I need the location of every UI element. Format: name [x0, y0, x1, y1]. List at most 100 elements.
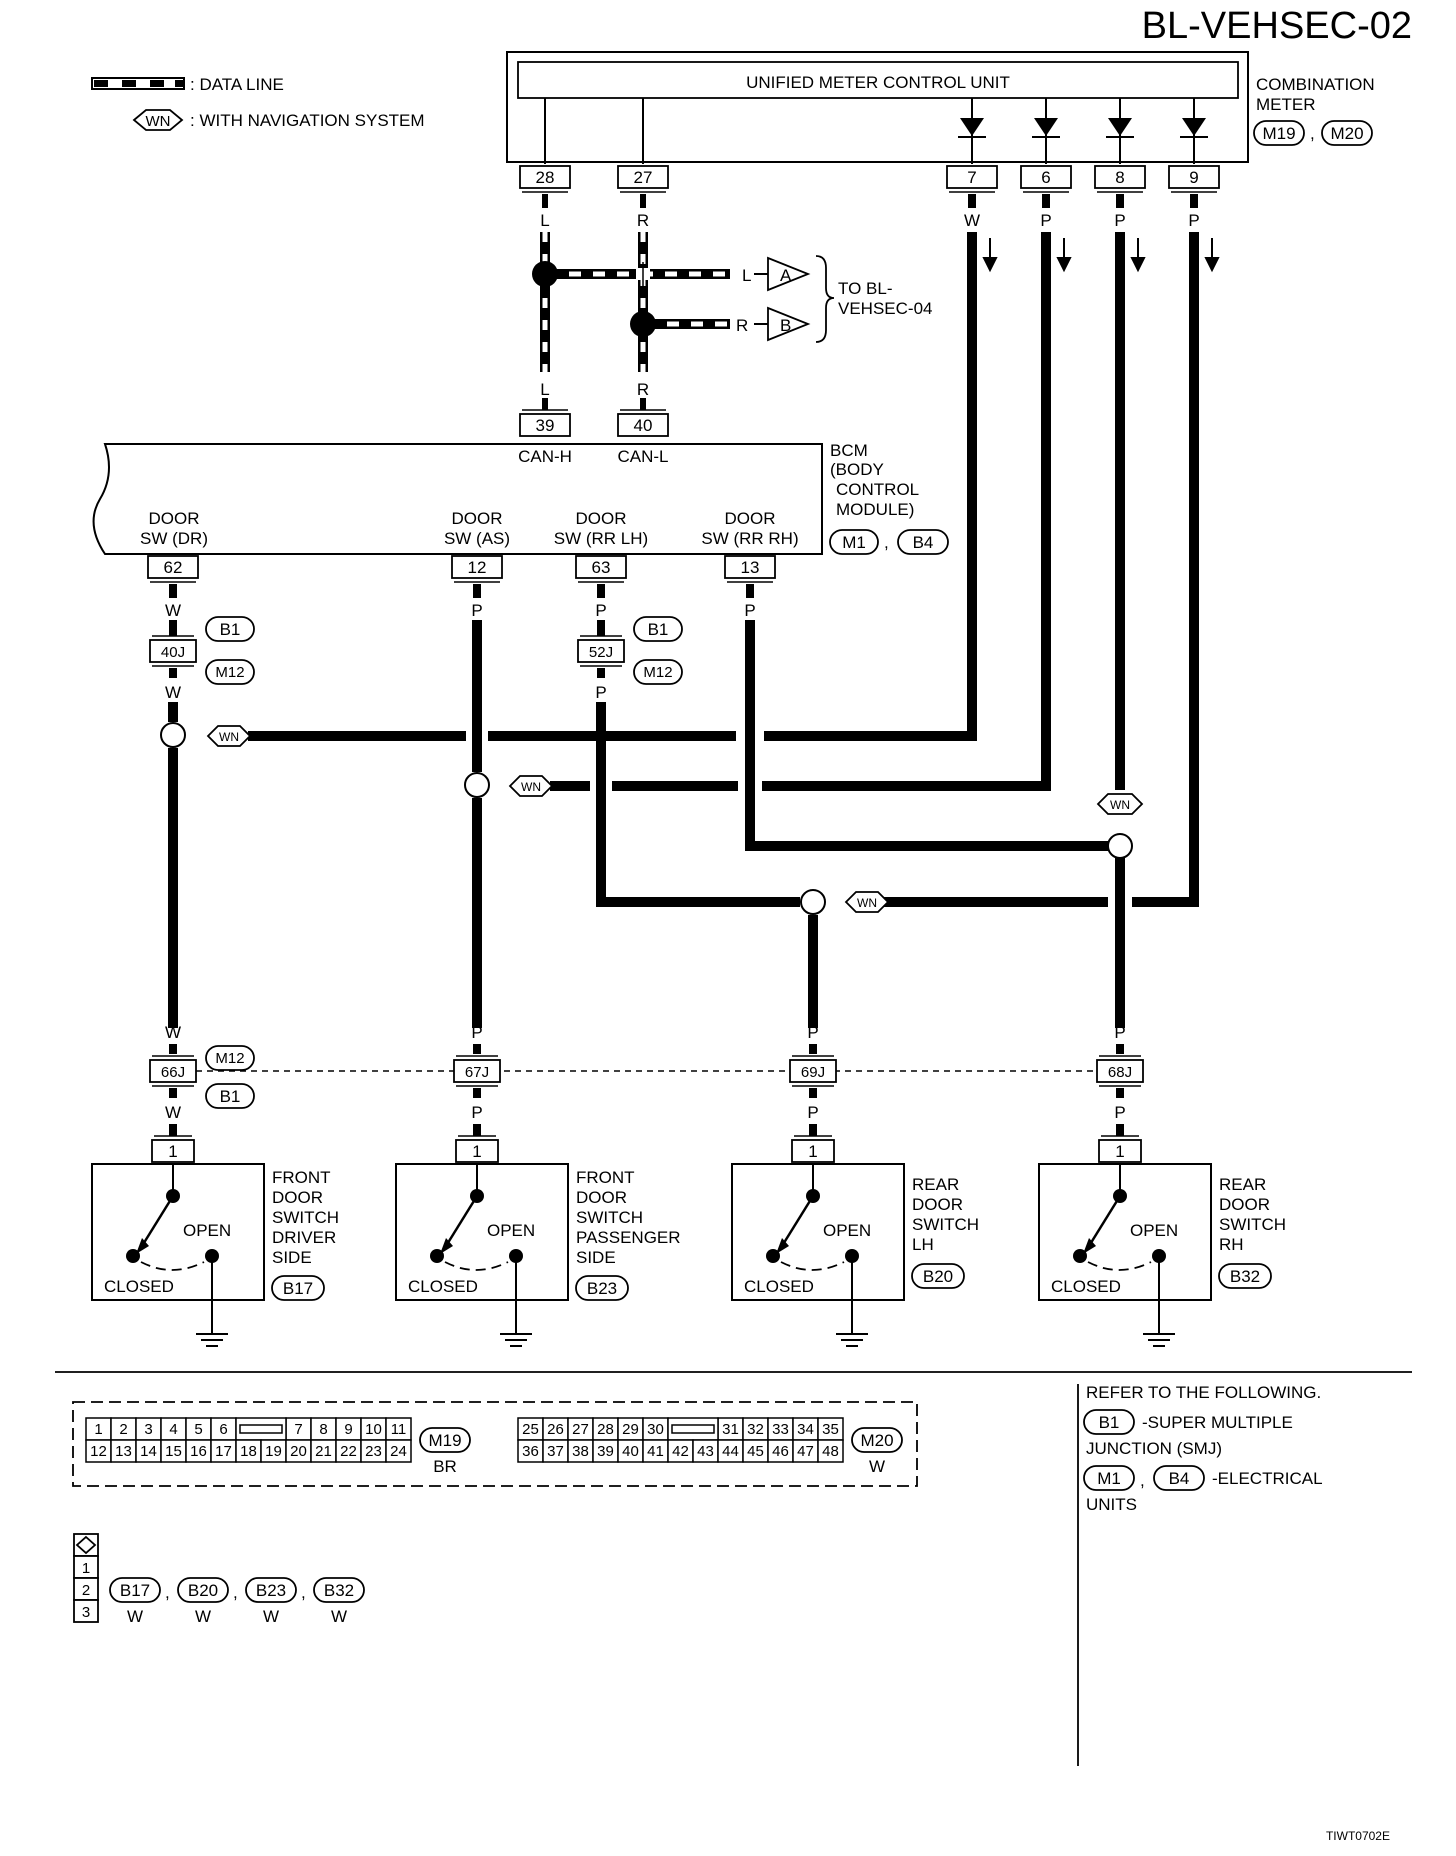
svg-text:DRIVER: DRIVER: [272, 1228, 336, 1247]
m19-pin-10: 10: [365, 1421, 382, 1438]
bcm-bottom-pins: 62 12 63 13 W P P P: [147, 555, 776, 620]
svg-text:CLOSED: CLOSED: [1051, 1277, 1121, 1296]
meter-output-wires: [967, 232, 1220, 900]
connector-badge-m12-c: M12: [205, 1045, 255, 1071]
svg-text:M1: M1: [842, 533, 866, 552]
connector-badge-m1: M1: [829, 529, 879, 555]
svg-text:SWITCH: SWITCH: [912, 1215, 979, 1234]
svg-text:1: 1: [168, 1142, 177, 1161]
svg-text:52J: 52J: [589, 644, 613, 661]
m20-pin-29: 29: [622, 1421, 639, 1438]
m19-pin-8: 8: [319, 1421, 327, 1438]
meter-pin-6: 6: [1020, 165, 1072, 193]
svg-text:3: 3: [82, 1604, 90, 1621]
svg-text:CONTROL: CONTROL: [836, 480, 919, 499]
connector-badge-b1-c: B1: [205, 1083, 255, 1109]
m19-pin-19: 19: [265, 1443, 282, 1460]
svg-text:M12: M12: [215, 664, 244, 681]
legend: : DATA LINE WN : WITH NAVIGATION SYSTEM: [91, 75, 425, 131]
navigation-junctions: WN WN WN WN: [160, 722, 1144, 915]
can-l-label: CAN-L: [617, 447, 668, 466]
combination-meter: UNIFIED METER CONTROL UNIT COMBINATION M…: [506, 51, 1375, 164]
connector-badge-b20: B20: [911, 1263, 965, 1289]
svg-text:W: W: [331, 1607, 347, 1626]
svg-text:66J: 66J: [161, 1064, 185, 1081]
refer-heading: REFER TO THE FOLLOWING.: [1086, 1383, 1321, 1402]
m20-pin-37: 37: [547, 1443, 564, 1460]
svg-text:1: 1: [1115, 1142, 1124, 1161]
svg-text:,: ,: [165, 1583, 170, 1602]
svg-text:M19: M19: [428, 1431, 461, 1450]
svg-text:B32: B32: [324, 1581, 354, 1600]
svg-text:DOOR: DOOR: [725, 509, 776, 528]
smj-junctions: 40J W B1 M12 52J P B1 M12: [149, 616, 683, 702]
svg-text:B1: B1: [220, 1087, 241, 1106]
svg-text:RH: RH: [1219, 1235, 1244, 1254]
m19-pin-15: 15: [165, 1443, 182, 1460]
m19-pin-5: 5: [194, 1421, 202, 1438]
svg-text:CLOSED: CLOSED: [104, 1277, 174, 1296]
m20-pin-38: 38: [572, 1443, 589, 1460]
meter-pin-8: 8: [1094, 165, 1146, 193]
connector-badge-m12-b: M12: [633, 659, 683, 685]
svg-text:DOOR: DOOR: [452, 509, 503, 528]
svg-text:SW (RR LH): SW (RR LH): [554, 529, 648, 548]
svg-text:FRONT: FRONT: [576, 1168, 635, 1187]
m19-pin-22: 22: [340, 1443, 357, 1460]
connector-badge-b1-refer: B1: [1083, 1409, 1135, 1435]
svg-text:OPEN: OPEN: [183, 1221, 231, 1240]
diode-symbols: [958, 98, 1208, 164]
svg-text:(BODY: (BODY: [830, 460, 884, 479]
connector-badge-b23: B23: [575, 1275, 629, 1301]
m20-pin-26: 26: [547, 1421, 564, 1438]
m19-pin-4: 4: [169, 1421, 177, 1438]
bcm-pin-13: 13: [724, 555, 776, 583]
legend-wn-text: : WITH NAVIGATION SYSTEM: [190, 111, 425, 130]
can-h-label: CAN-H: [518, 447, 572, 466]
svg-text:M20: M20: [860, 1431, 893, 1450]
svg-text:,: ,: [301, 1583, 306, 1602]
meter-pin-28: 28: [519, 165, 571, 193]
svg-text:SW (AS): SW (AS): [444, 529, 510, 548]
svg-text:9: 9: [1189, 168, 1198, 187]
m19-pin-11: 11: [391, 1421, 407, 1438]
svg-text:W: W: [165, 1023, 181, 1042]
svg-text:P: P: [807, 1023, 818, 1042]
can-wire-l-label: L: [742, 266, 751, 285]
m19-pin-18: 18: [240, 1443, 257, 1460]
m19-pin-7: 7: [294, 1421, 302, 1438]
svg-text:,: ,: [884, 533, 889, 552]
m19-pin-6: 6: [219, 1421, 227, 1438]
connector-badge-b17: B17: [271, 1275, 325, 1301]
meter-pin-7: 7: [946, 165, 998, 193]
can-wire-r-label: R: [736, 316, 748, 335]
svg-text:L: L: [540, 211, 549, 230]
door-switch-wires: [168, 620, 1199, 1028]
m19-pin-21: 21: [315, 1443, 332, 1460]
m19-pin-14: 14: [140, 1443, 157, 1460]
connector-badge-m1-refer: M1: [1083, 1465, 1135, 1491]
svg-text:WN: WN: [857, 896, 877, 910]
svg-text:W: W: [165, 601, 181, 620]
m19-pin-24: 24: [390, 1443, 407, 1460]
svg-text:8: 8: [1115, 168, 1124, 187]
svg-text:P: P: [1114, 1023, 1125, 1042]
svg-text:63: 63: [592, 558, 611, 577]
meter-pin-27: 27: [617, 165, 669, 193]
svg-text:P: P: [595, 683, 606, 702]
door-switch-front-passenger: 1 OPEN CLOSED FRONT DOOR SWITCH PASSENGE…: [395, 1135, 681, 1347]
flag-b: B: [780, 316, 791, 335]
can-h-wire-label: L: [540, 380, 549, 399]
meter-pin-9: 9: [1168, 165, 1220, 193]
svg-text:P: P: [1114, 211, 1125, 230]
bcm-module: CAN-H CAN-L DOOR SW (DR) DOOR SW (AS) DO…: [92, 441, 949, 555]
svg-text:R: R: [637, 211, 649, 230]
svg-text:W: W: [127, 1607, 143, 1626]
svg-text:P: P: [595, 601, 606, 620]
svg-text:B1: B1: [1099, 1413, 1120, 1432]
m20-pin-43: 43: [697, 1443, 714, 1460]
svg-text:OPEN: OPEN: [823, 1221, 871, 1240]
m19-pin-23: 23: [365, 1443, 382, 1460]
svg-text:CLOSED: CLOSED: [408, 1277, 478, 1296]
